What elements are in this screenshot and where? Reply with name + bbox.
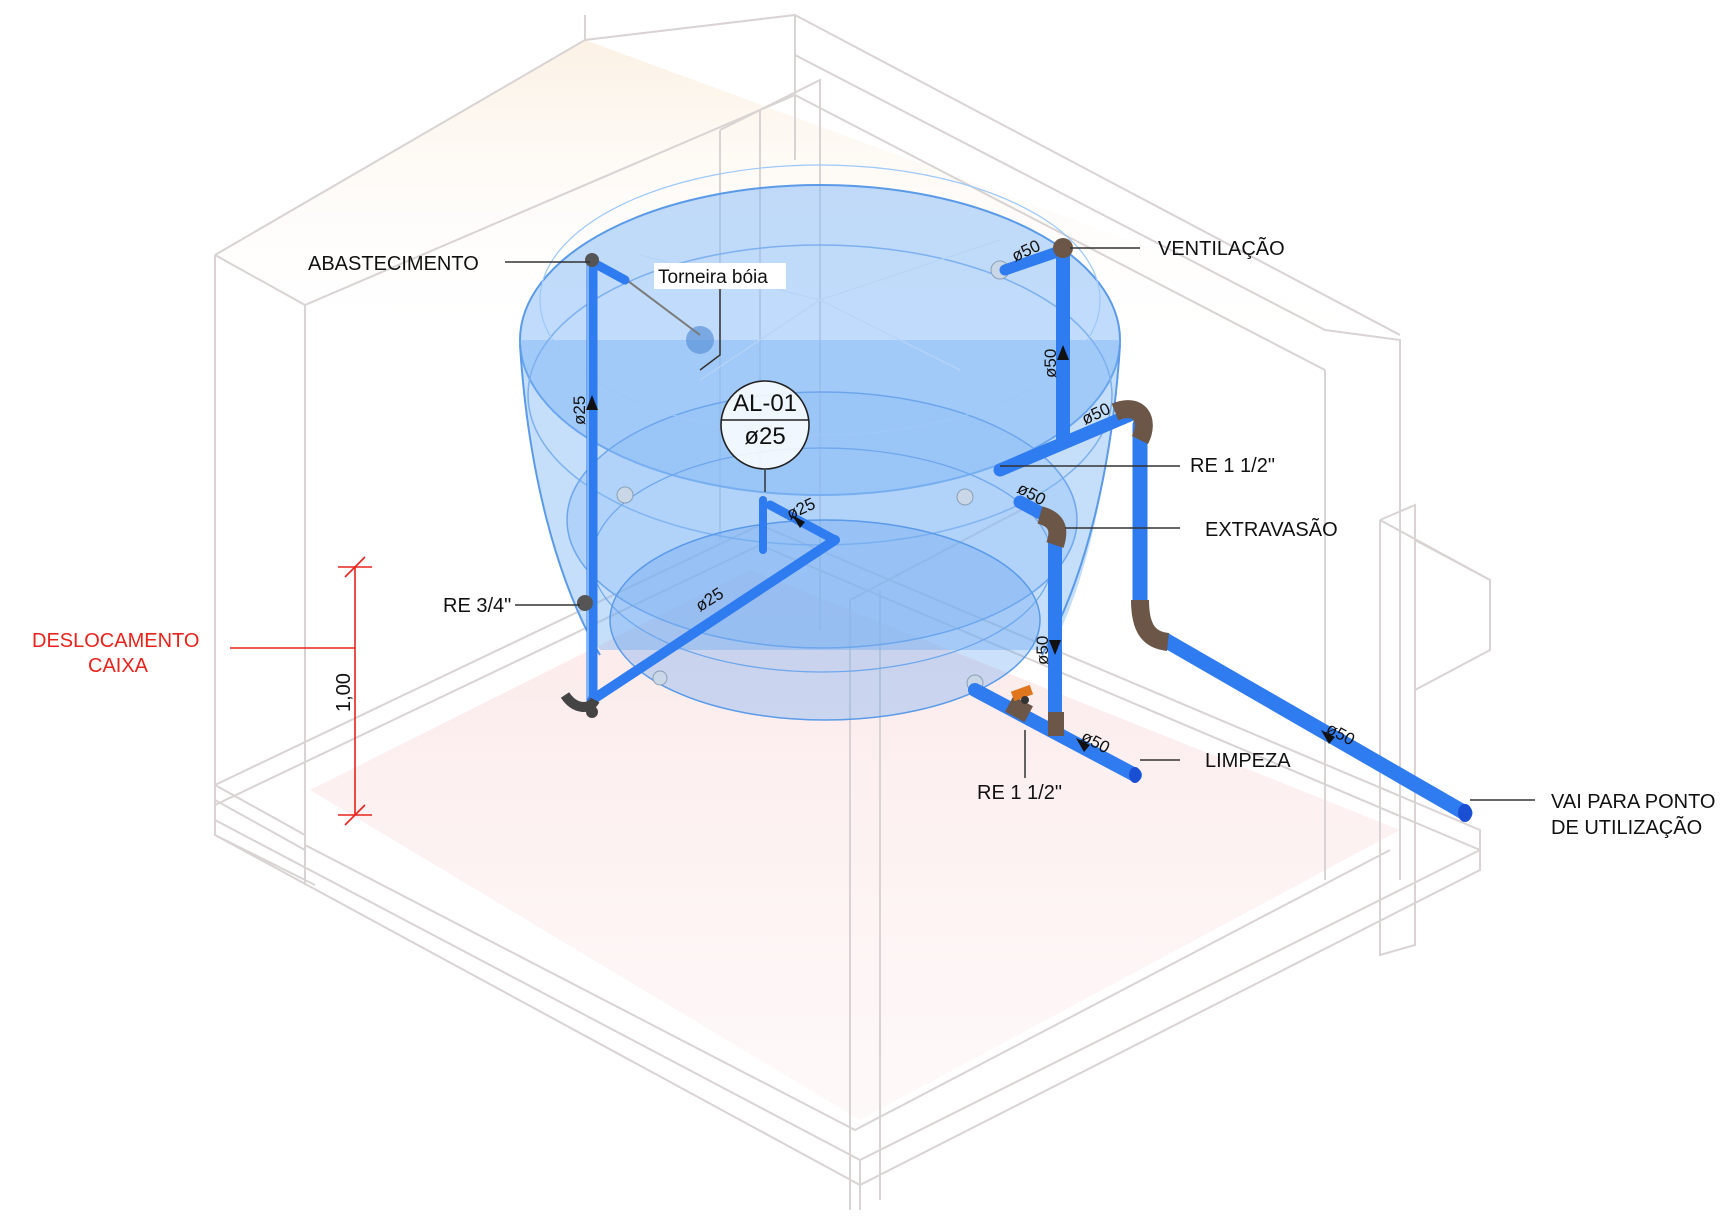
bubble-code: AL-01 (733, 390, 797, 417)
label-torneira-boia: Torneira bóia (658, 267, 768, 288)
piping (586, 243, 1473, 821)
label-deslocamento-line2: CAIXA (88, 655, 149, 677)
vent-top-pipe (999, 244, 1069, 276)
dia-supply-riser: ø25 (570, 396, 589, 425)
float-ball-icon (686, 326, 714, 354)
dia-vent-riser: ø50 (1041, 349, 1060, 378)
flow-arrows (586, 345, 1335, 752)
label-re-1-1-2-lower: RE 1 1/2" (977, 782, 1062, 804)
label-vai-para-line2: DE UTILIZAÇÃO (1551, 815, 1702, 839)
re-connection-pipe (993, 408, 1137, 477)
outlet-end-cap (1458, 804, 1472, 822)
label-vai-para-line1: VAI PARA PONTO (1551, 791, 1716, 813)
supply-inlet-pipe (587, 257, 630, 285)
water-tank (519, 164, 1121, 721)
dimension-deslocamento (230, 556, 372, 826)
label-re-3-4: RE 3/4" (443, 595, 511, 617)
drain-end-cap (1129, 767, 1141, 783)
label-extravasao: EXTRAVASÃO (1205, 517, 1338, 541)
label-abastecimento: ABASTECIMENTO (308, 253, 479, 275)
bubble-diameter: ø25 (744, 423, 785, 450)
dia-overflow-riser: ø50 (1033, 636, 1052, 665)
callout-labels: ABASTECIMENTO Torneira bóia VENTILAÇÃO R… (32, 236, 1716, 839)
outlet-main-pipe (1157, 632, 1473, 821)
leader-lines (505, 247, 1535, 801)
label-re-1-1-2-upper: RE 1 1/2" (1190, 455, 1275, 477)
label-deslocamento-line1: DESLOCAMENTO (32, 630, 199, 652)
drain-valve-icon (1010, 684, 1034, 704)
label-ventilacao: VENTILAÇÃO (1158, 236, 1285, 260)
label-dimension: 1,00 (333, 673, 355, 712)
label-limpeza: LIMPEZA (1205, 750, 1291, 772)
section-bubble: AL-01 ø25 (720, 380, 810, 470)
fittings (560, 238, 1472, 822)
supply-diagonal-pipe (587, 535, 840, 705)
